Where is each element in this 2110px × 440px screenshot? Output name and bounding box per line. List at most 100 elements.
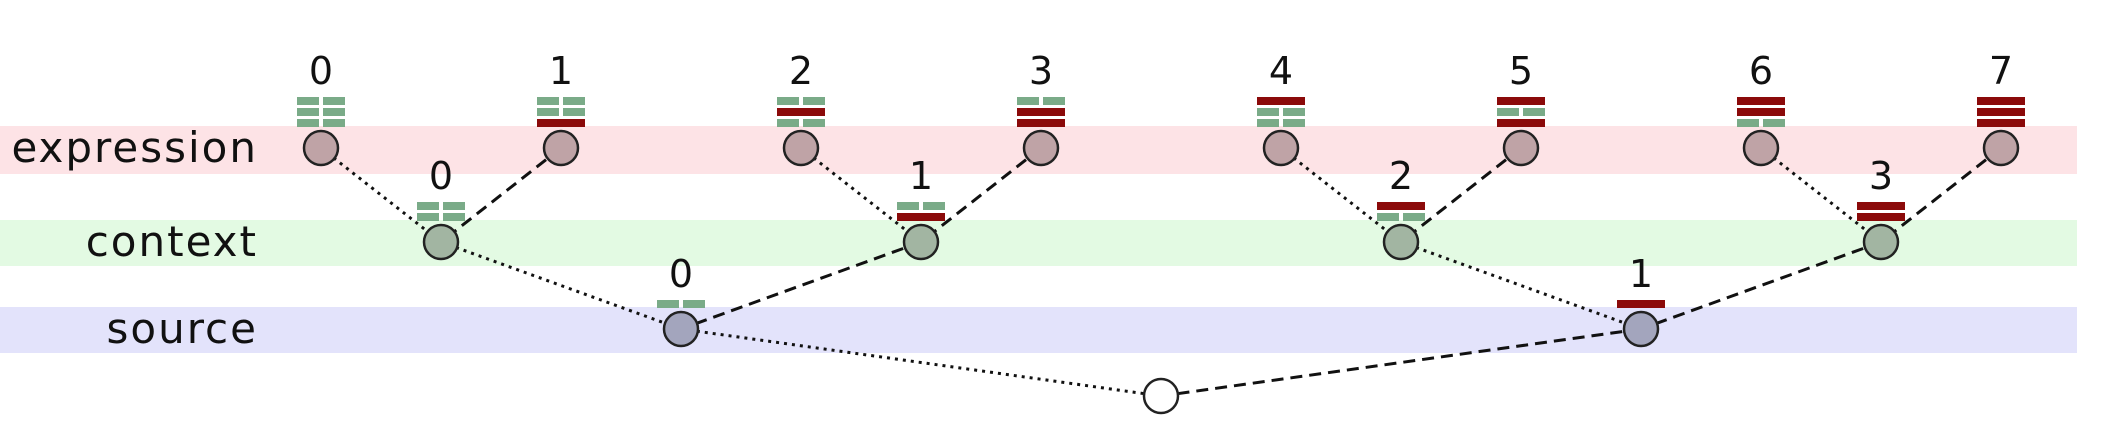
- expression-node-0-bits-bit-1-left: [297, 108, 319, 116]
- expression-node-0-bits-bit-2-left: [297, 119, 319, 127]
- context-to-source-edge-3: [1640, 240, 1882, 331]
- expression-to-context-edge-5: [1400, 146, 1522, 244]
- expression-node-1-bits-bit-1-right: [563, 108, 585, 116]
- context-to-source-edge-1: [680, 240, 922, 331]
- expression-node-0-bits-bit-0-right: [323, 97, 345, 105]
- expression-node-4-label: 4: [1269, 49, 1293, 93]
- expression-node-5-bits-bit-0: [1497, 97, 1545, 105]
- expression-node-3-bits-bit-1: [1017, 108, 1065, 116]
- context-node-1-bits-bit-1: [897, 213, 945, 221]
- context-node-2-bits-bit-1-right: [1403, 213, 1425, 221]
- expression-node-7-bits: [1977, 97, 2025, 127]
- expression-to-context-edge-1: [440, 146, 562, 244]
- source-node-1: [1622, 310, 1660, 348]
- source-to-root-edge-0: [680, 327, 1162, 398]
- context-node-2-bits-bit-0: [1377, 202, 1425, 210]
- expression-node-2-bits-bit-1: [777, 108, 825, 116]
- expression-node-6: [1742, 129, 1780, 167]
- expression-node-5-bits-bit-1-right: [1523, 108, 1545, 116]
- source-band: [0, 307, 2077, 353]
- context-node-2-bits-bit-1-left: [1377, 213, 1399, 221]
- expression-node-3-bits-bit-2: [1017, 119, 1065, 127]
- context-node-0-label: 0: [429, 154, 453, 198]
- expression-node-6-label: 6: [1749, 49, 1773, 93]
- context-node-3-bits-bit-1: [1857, 213, 1905, 221]
- expression-node-7-bits-bit-0: [1977, 97, 2025, 105]
- context-to-source-edge-0: [440, 240, 682, 331]
- expression-node-2-bits-bit-2-right: [803, 119, 825, 127]
- expression-node-4: [1262, 129, 1300, 167]
- expression-node-2-bits: [777, 97, 825, 127]
- expression-node-6-bits: [1737, 97, 1785, 127]
- context-node-0: [422, 223, 460, 261]
- context-node-1-bits-bit-0-left: [897, 202, 919, 210]
- context-node-3-bits: [1857, 202, 1905, 221]
- expression-node-3-bits-bit-0-right: [1043, 97, 1065, 105]
- expression-node-4-bits-bit-1-right: [1283, 108, 1305, 116]
- source-band-label: source: [107, 304, 258, 353]
- expression-node-6-bits-bit-1: [1737, 108, 1785, 116]
- root-node: [1142, 377, 1180, 415]
- context-band-label: context: [86, 217, 258, 266]
- expression-node-4-bits: [1257, 97, 1305, 127]
- context-node-1-label: 1: [909, 154, 933, 198]
- expression-node-2-label: 2: [789, 49, 813, 93]
- expression-node-2-bits-bit-0-left: [777, 97, 799, 105]
- expression-to-context-edge-7: [1880, 146, 2002, 244]
- context-node-3-label: 3: [1869, 154, 1893, 198]
- source-node-0-label: 0: [669, 252, 693, 296]
- source-node-0-bits-bit-0-left: [657, 300, 679, 308]
- expression-node-0: [302, 129, 340, 167]
- context-node-0-bits-bit-0-right: [443, 202, 465, 210]
- expression-node-0-bits-bit-1-right: [323, 108, 345, 116]
- context-node-3: [1862, 223, 1900, 261]
- expression-node-5-label: 5: [1509, 49, 1533, 93]
- node-labels-layer: 0 1 2 3 4 5 6 7 0 1 2 3 0 1: [309, 49, 2013, 296]
- context-to-source-edge-2: [1400, 240, 1642, 331]
- expression-to-context-edge-0: [320, 146, 442, 244]
- context-node-1-bits-bit-0-right: [923, 202, 945, 210]
- expression-node-7-bits-bit-1: [1977, 108, 2025, 116]
- expression-to-context-edge-6: [1760, 146, 1882, 244]
- expression-node-0-bits: [297, 97, 345, 127]
- expression-node-1-bits-bit-2: [537, 119, 585, 127]
- expression-to-context-edge-3: [920, 146, 1042, 244]
- expression-to-context-edge-4: [1280, 146, 1402, 244]
- expression-node-5-bits-bit-1-left: [1497, 108, 1519, 116]
- expression-node-1-label: 1: [549, 49, 573, 93]
- expression-node-1-bits-bit-0-right: [563, 97, 585, 105]
- expression-node-0-label: 0: [309, 49, 333, 93]
- expression-node-1: [542, 129, 580, 167]
- context-node-2-label: 2: [1389, 154, 1413, 198]
- context-node-3-bits-bit-0: [1857, 202, 1905, 210]
- expression-node-5-bits: [1497, 97, 1545, 127]
- expression-node-6-bits-bit-2-left: [1737, 119, 1759, 127]
- source-node-1-bits-bit-0: [1617, 300, 1665, 308]
- expression-node-6-bits-bit-2-right: [1763, 119, 1785, 127]
- source-node-0-bits: [657, 300, 705, 308]
- expression-node-4-bits-bit-2-right: [1283, 119, 1305, 127]
- expression-node-5-bits-bit-2: [1497, 119, 1545, 127]
- edges-layer: [320, 146, 2002, 398]
- expression-node-4-bits-bit-0: [1257, 97, 1305, 105]
- source-node-1-bits: [1617, 300, 1665, 308]
- expression-node-6-bits-bit-0: [1737, 97, 1785, 105]
- expression-node-0-bits-bit-2-right: [323, 119, 345, 127]
- source-node-1-label: 1: [1629, 252, 1653, 296]
- expression-node-7-label: 7: [1989, 49, 2013, 93]
- context-node-0-bits: [417, 202, 465, 221]
- nodes-layer: [302, 129, 2020, 415]
- source-node-0-bits-bit-0-right: [683, 300, 705, 308]
- expression-node-1-bits-bit-0-left: [537, 97, 559, 105]
- expression-node-4-bits-bit-2-left: [1257, 119, 1279, 127]
- bit-glyphs-layer: [297, 97, 2025, 308]
- context-node-1: [902, 223, 940, 261]
- context-node-0-bits-bit-1-right: [443, 213, 465, 221]
- context-node-2: [1382, 223, 1420, 261]
- context-node-2-bits: [1377, 202, 1425, 221]
- expression-node-3-label: 3: [1029, 49, 1053, 93]
- context-node-1-bits: [897, 202, 945, 221]
- expression-node-1-bits: [537, 97, 585, 127]
- expression-node-3-bits-bit-0-left: [1017, 97, 1039, 105]
